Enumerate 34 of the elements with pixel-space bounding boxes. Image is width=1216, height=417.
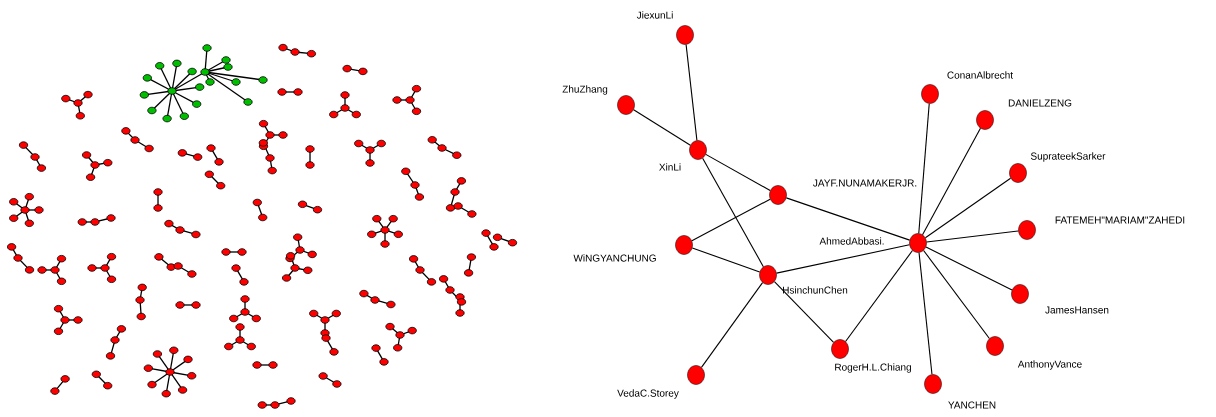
connector-line xyxy=(705,153,771,192)
connector-line xyxy=(702,157,764,268)
connector-line xyxy=(776,244,910,274)
node-label: YANCHEN xyxy=(948,401,996,409)
connector-line xyxy=(926,230,1019,243)
node-label: ConanAlbrecht xyxy=(947,71,1013,79)
node-label: WiNGYANCHUNG xyxy=(573,254,656,262)
node-label: RogerH.L.Chiang xyxy=(835,363,911,373)
connector-line xyxy=(691,198,771,242)
node-label: XinLi xyxy=(659,163,681,171)
connector-line xyxy=(700,282,764,368)
node-label: HsinchunChen xyxy=(783,286,848,294)
node-label: JiexunLi xyxy=(636,11,673,19)
node-label: AhmedAbbasi. xyxy=(819,237,884,245)
node-label: SuprateekSarker xyxy=(1030,152,1106,162)
node-label: FATEMEH"MARIAM"ZAHEDI xyxy=(1055,216,1185,224)
connector-line xyxy=(773,281,835,343)
connector-line xyxy=(785,197,911,241)
node-label: DANIELZENG xyxy=(1008,99,1072,107)
node-label: ZhuZhang xyxy=(562,85,608,95)
connector-line xyxy=(923,249,990,340)
node-label: JamesHansen xyxy=(1045,306,1109,314)
connector-line xyxy=(633,109,691,146)
node-label: VedaC.Storey xyxy=(617,389,679,399)
connector-line xyxy=(925,246,1013,291)
node-label: JAYF.NUNAMAKERJR. xyxy=(813,179,917,187)
connector-line xyxy=(685,44,698,141)
connector-line xyxy=(924,177,1012,239)
connector-line xyxy=(845,250,913,342)
connector-line xyxy=(922,127,981,236)
connector-line xyxy=(918,103,930,234)
node-label: AnthonyVance xyxy=(1017,360,1082,370)
connector-line xyxy=(691,247,761,273)
connector-line xyxy=(918,252,933,375)
